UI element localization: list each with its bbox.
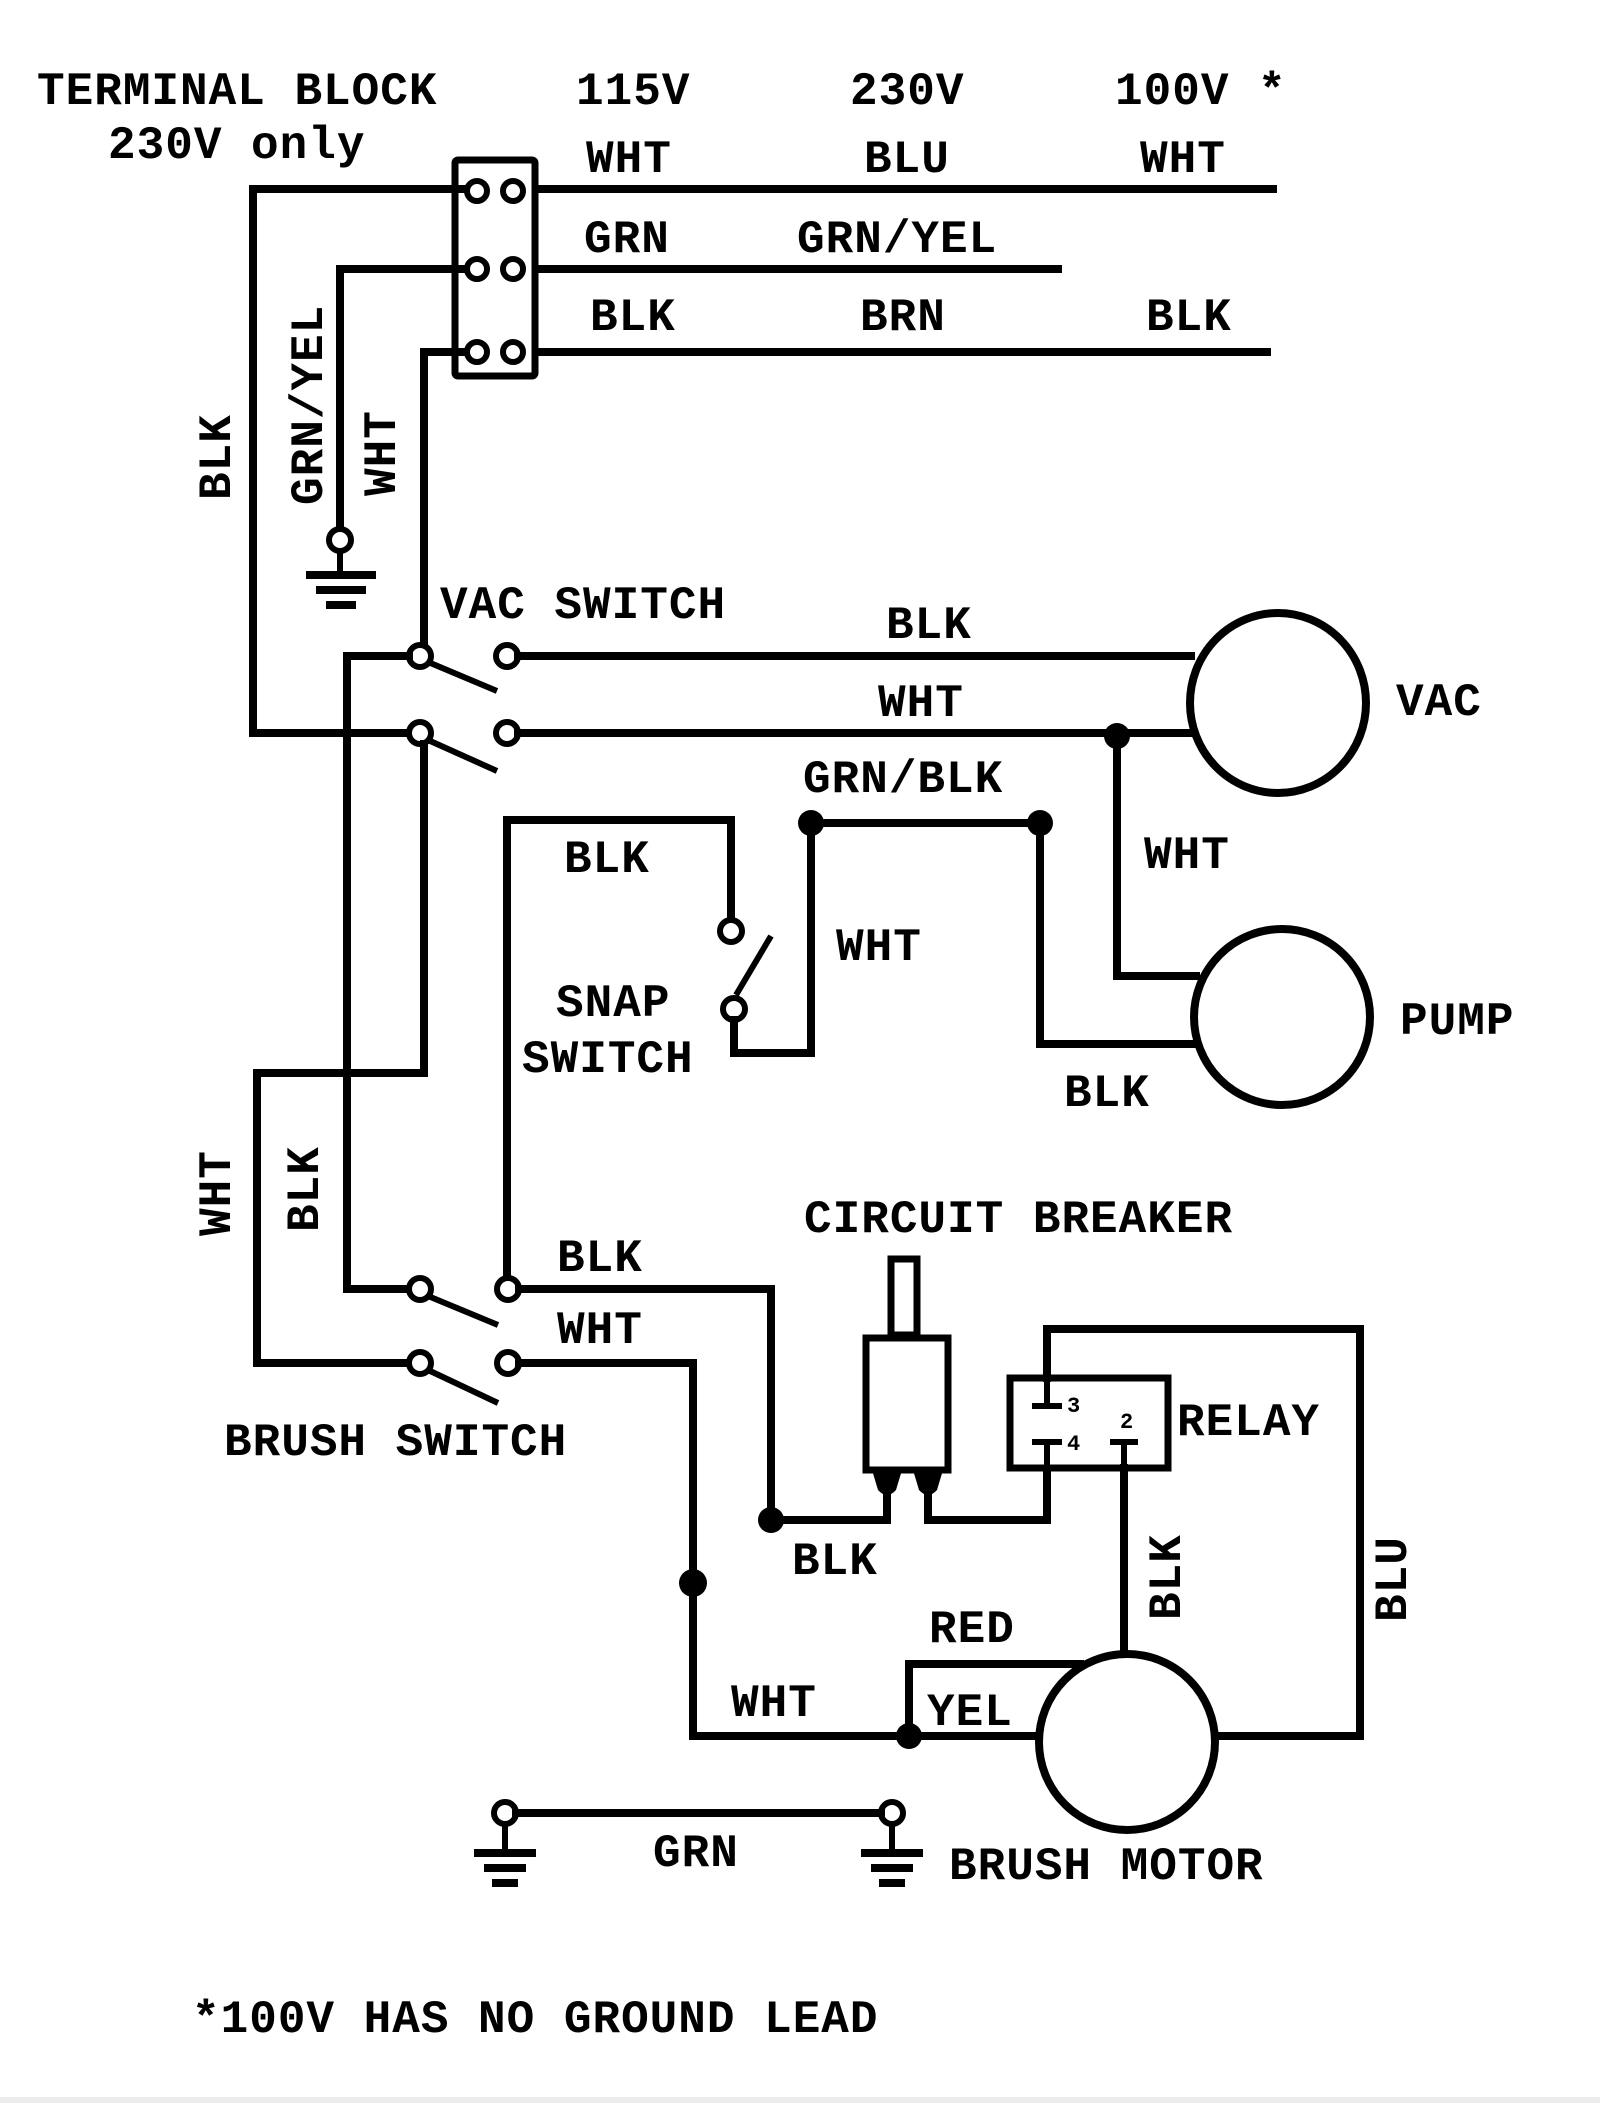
left-wht-wire-label: WHT [192,1150,244,1236]
snap-switch-label-line2: SWITCH [522,1034,694,1086]
relay-pin-2: 2 [1120,1410,1133,1435]
snap-switch-label-line1: SNAP [556,978,670,1030]
brush-motor-icon [1035,1650,1219,1834]
terminal-blk-lead [249,185,469,737]
snap-wht-wire-label: WHT [836,922,922,974]
snap-blk-wire-label: BLK [564,834,650,886]
brush-wht-wire-label: WHT [557,1305,643,1357]
left-blk-wire-label: BLK [280,1146,332,1232]
junction-dot [758,1507,784,1533]
supply-ground-230v-label: GRN/YEL [797,214,997,266]
relay-pin-3: 3 [1067,1394,1080,1419]
brush-switch-label: BRUSH SWITCH [224,1417,567,1469]
motor-wht-wire-label: WHT [731,1678,817,1730]
pump-wht-wire-label: WHT [1144,830,1230,882]
circuit-breaker-icon [862,1255,952,1524]
vac-motor-icon [1186,609,1370,797]
vac-switch-label: VAC SWITCH [440,580,726,632]
pump-motor-icon [1190,925,1374,1109]
terminal-ground-lead-label: GRN/YEL [284,305,336,505]
terminal-block [451,156,539,380]
voltage-115v-header: 115V [576,66,690,118]
relay-blk-wire-label: BLK [1142,1534,1194,1620]
supply-line1-115v-label: WHT [586,134,672,186]
brush-blk-wire-label: BLK [557,1233,643,1285]
cb-blk-wire-label: BLK [792,1536,878,1588]
supply-line1-230v-label: BLU [864,134,950,186]
bottom-strip [0,2097,1600,2103]
pump-label: PUMP [1400,996,1514,1048]
supply-line2-230v-label: BRN [860,292,946,344]
vac-blk-wire-label: BLK [886,600,972,652]
vac-to-brush-wht-wire [253,740,428,1367]
circuit-breaker-label: CIRCUIT BREAKER [804,1194,1233,1246]
terminal-block-note: 230V only [108,120,365,172]
snap-switch-icon [717,917,774,1023]
brush-switch-icon [406,1275,522,1406]
supply-line2-115v-label: BLK [590,292,676,344]
supply-line1-100v-label: WHT [1140,134,1226,186]
brush-blk-wire [515,1285,891,1524]
snap-blk-wire [503,816,735,1282]
terminal-block-label: TERMINAL BLOCK [37,66,437,118]
snap-wht-wire [730,819,815,1057]
pump-wht-wire [1113,732,1200,980]
relay-icon: 3 4 2 [1006,1374,1172,1472]
ground-grn-wire-label: GRN [653,1828,739,1880]
grn-blk-wire-label: GRN/BLK [803,754,1003,806]
footnote: *100V HAS NO GROUND LEAD [192,1994,879,2046]
vac-motor-label: VAC [1396,677,1482,729]
voltage-230v-header: 230V [850,66,964,118]
junction-dot [798,810,824,836]
terminal-wht-lead [420,348,469,649]
vac-to-brush-blk-wire [343,652,413,1293]
cb-to-relay-wire [924,1466,1051,1524]
vac-wht-wire-label: WHT [878,678,964,730]
motor-yel-wire-label: YEL [927,1687,1013,1739]
pump-blk-wire-label: BLK [1064,1068,1150,1120]
motor-red-wire-label: RED [929,1604,1015,1656]
relay-label: RELAY [1177,1397,1320,1449]
terminal-ground-lead [336,265,469,534]
supply-line2-100v-label: BLK [1146,292,1232,344]
terminal-wht-lead-label: WHT [357,410,409,496]
voltage-100v-header: 100V * [1115,66,1287,118]
relay-blu-wire-label: BLU [1368,1536,1420,1622]
junction-dot [679,1569,707,1597]
brush-wht-wire [515,1359,1044,1740]
ground-icon [861,1799,923,1887]
motor-red-wire [905,1660,1084,1740]
supply-ground-115v-label: GRN [584,214,670,266]
ground-icon [306,526,376,609]
brush-motor-label: BRUSH MOTOR [949,1841,1264,1893]
relay-pin-4: 4 [1067,1432,1080,1457]
relay-blu-wire [1043,1325,1364,1740]
pump-blk-wire [1036,819,1196,1048]
terminal-blk-lead-label: BLK [192,414,244,500]
